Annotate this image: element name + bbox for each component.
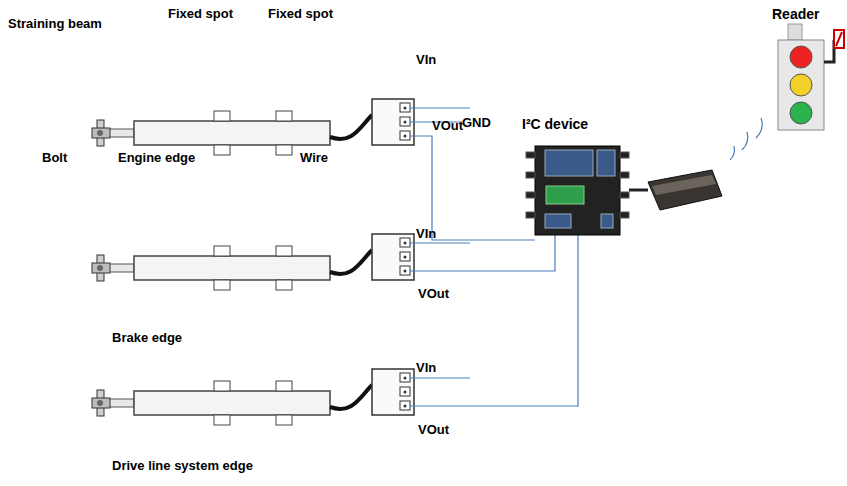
part-label: VIn (416, 52, 436, 67)
part-label: Fixed spot (268, 6, 333, 21)
part-label: Fixed spot (168, 6, 233, 21)
node-label: I²C device (522, 116, 636, 132)
part-label: VOut (418, 286, 449, 301)
part-label: Bolt (42, 150, 67, 165)
part-label: VOut (432, 118, 463, 133)
part-label: Straining beam (8, 16, 102, 31)
part-label: Brake edge (112, 330, 182, 345)
part-label: VOut (418, 422, 449, 437)
chip-node: I²C device (522, 116, 636, 240)
part-label: VIn (416, 226, 436, 241)
part-label: Wire (300, 150, 328, 165)
part-label: VIn (416, 360, 436, 375)
part-label: Drive line system edge (112, 458, 253, 473)
part-label: Engine edge (118, 150, 195, 165)
node-label: Reader (772, 6, 836, 22)
reader-node: Reader (772, 6, 836, 132)
part-label: GND (462, 115, 491, 130)
